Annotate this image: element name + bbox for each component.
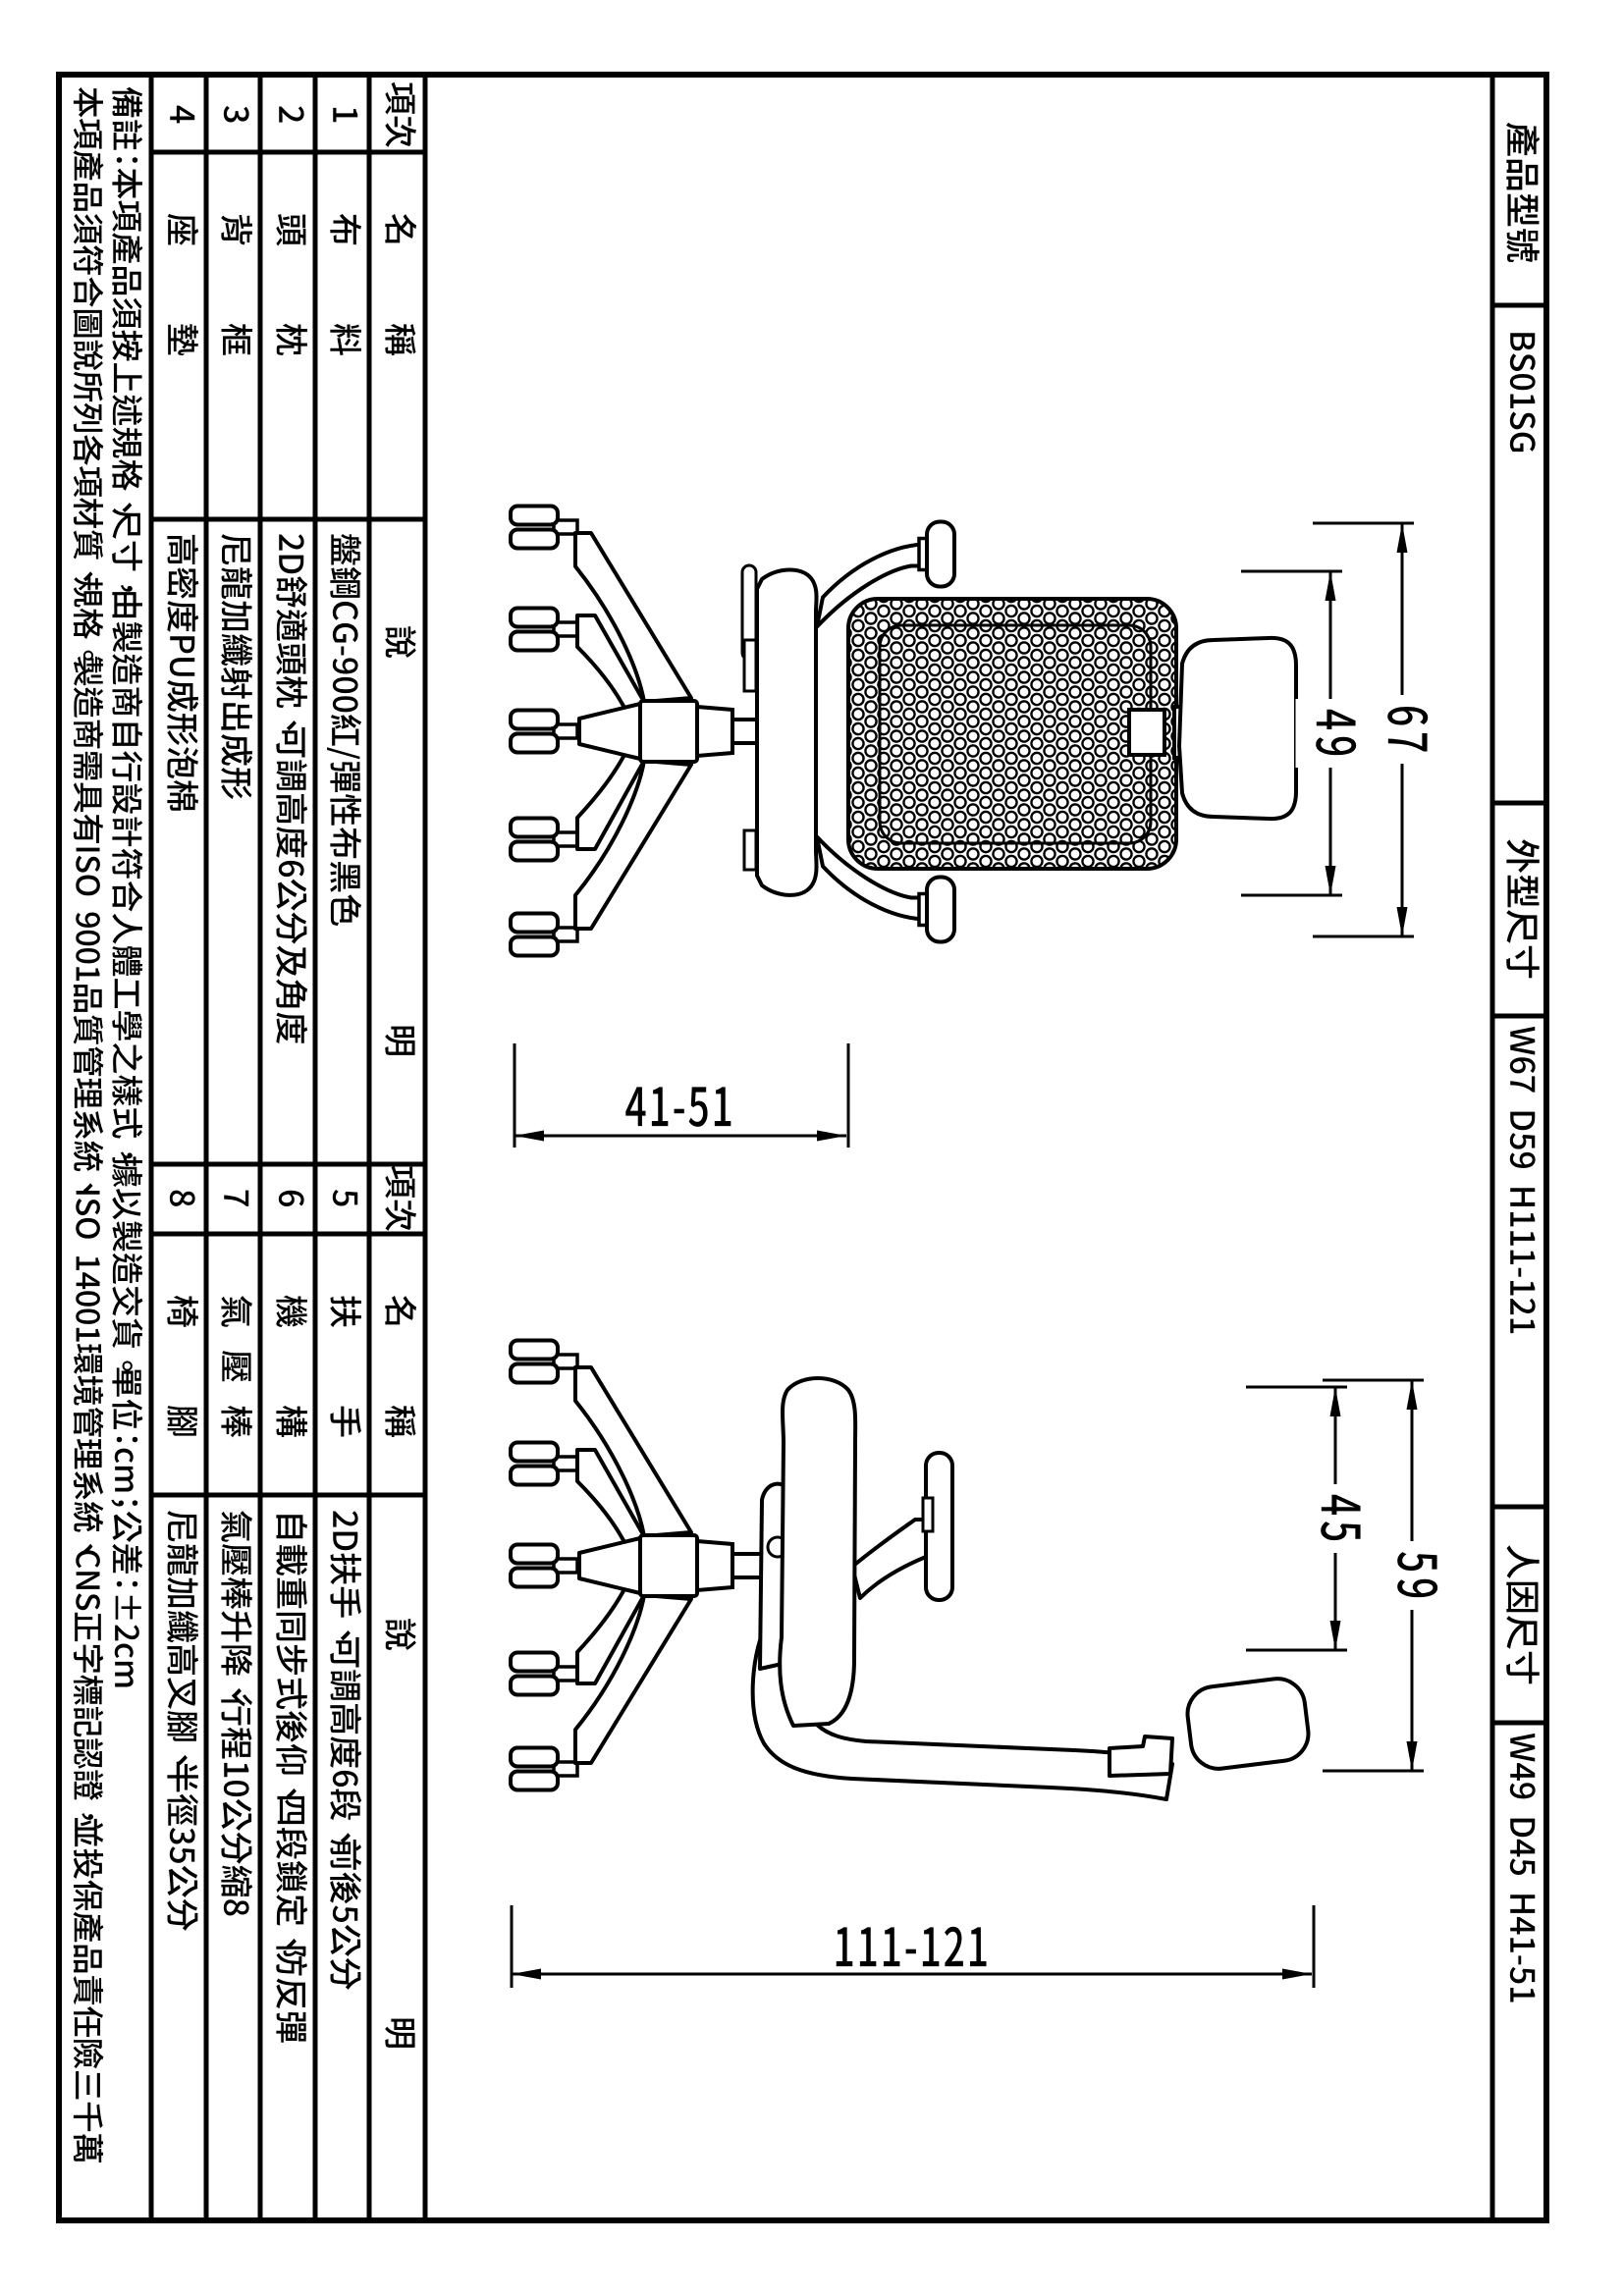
dim-front-backwidth [1295, 699, 1366, 768]
front-armrest-right [815, 834, 956, 944]
t2-header-desc [375, 1618, 419, 2050]
t2-row2-desc [211, 1510, 255, 1917]
t1-row2-desc [211, 533, 255, 800]
t2-row1-desc [266, 1510, 310, 2044]
t1-row3-desc [157, 533, 201, 813]
dim-side-height [834, 1918, 990, 1988]
front-armrest-left [815, 519, 956, 629]
title-outer-dim-value [1497, 1026, 1542, 1336]
t1-row1-no [266, 105, 310, 125]
t1-row3-no [157, 105, 201, 125]
title-model-label [1496, 122, 1543, 263]
title-model-value [1497, 330, 1542, 454]
dim-side-seatdepth [1300, 1484, 1371, 1553]
t2-row3-no [157, 1189, 201, 1208]
dim-front-width [1367, 695, 1437, 764]
t1-row0-name [320, 213, 364, 356]
t1-row1-desc [266, 533, 310, 1045]
t1-header-no [375, 81, 419, 148]
t2-row0-name [320, 1295, 364, 1438]
t2-row3-name [157, 1295, 201, 1438]
t1-header-desc [375, 625, 419, 1057]
dim-front-seatheight [625, 1078, 734, 1148]
side-gas-lift [638, 1533, 768, 1598]
t1-row1-name [266, 213, 310, 356]
t2-row1-no [266, 1189, 310, 1208]
side-seat [778, 1376, 858, 1728]
notes-line2 [64, 86, 106, 2164]
title-outer-dim-label [1496, 838, 1543, 980]
t1-header-name [375, 213, 419, 356]
t2-row3-desc [157, 1510, 201, 1932]
t1-row3-name [157, 213, 201, 356]
t1-row0-no [320, 105, 364, 125]
t2-row0-no [320, 1189, 364, 1208]
front-seat [740, 563, 819, 897]
dimension-lines [510, 521, 1424, 1988]
t2-header-no [375, 1165, 419, 1232]
dim-side-depth [1377, 1541, 1447, 1610]
border-grid [56, 72, 1549, 2223]
t2-row1-name [266, 1295, 310, 1438]
front-headrest [1172, 635, 1298, 822]
t1-row2-no [211, 105, 255, 125]
t2-row0-desc [320, 1510, 364, 1991]
title-ergo-dim-value [1497, 1733, 1542, 2004]
front-star-base [509, 504, 693, 958]
t2-row2-no [211, 1189, 255, 1208]
side-armrest-pad [921, 1451, 954, 1602]
front-view-drawing [509, 504, 1298, 958]
front-backrest-mesh-panel [846, 597, 1178, 871]
t1-row2-name [211, 213, 255, 356]
t1-row0-desc [320, 533, 364, 928]
side-star-base [509, 1338, 693, 1792]
t2-header-name [375, 1295, 419, 1438]
side-headrest [1108, 1677, 1311, 1778]
side-view-drawing [509, 1338, 1311, 1801]
t2-row2-name [211, 1295, 255, 1438]
front-gas-lift [638, 699, 768, 764]
side-armrest [850, 1518, 928, 1600]
notes-line1 [103, 86, 145, 1690]
title-ergo-dim-label [1496, 1544, 1543, 1685]
